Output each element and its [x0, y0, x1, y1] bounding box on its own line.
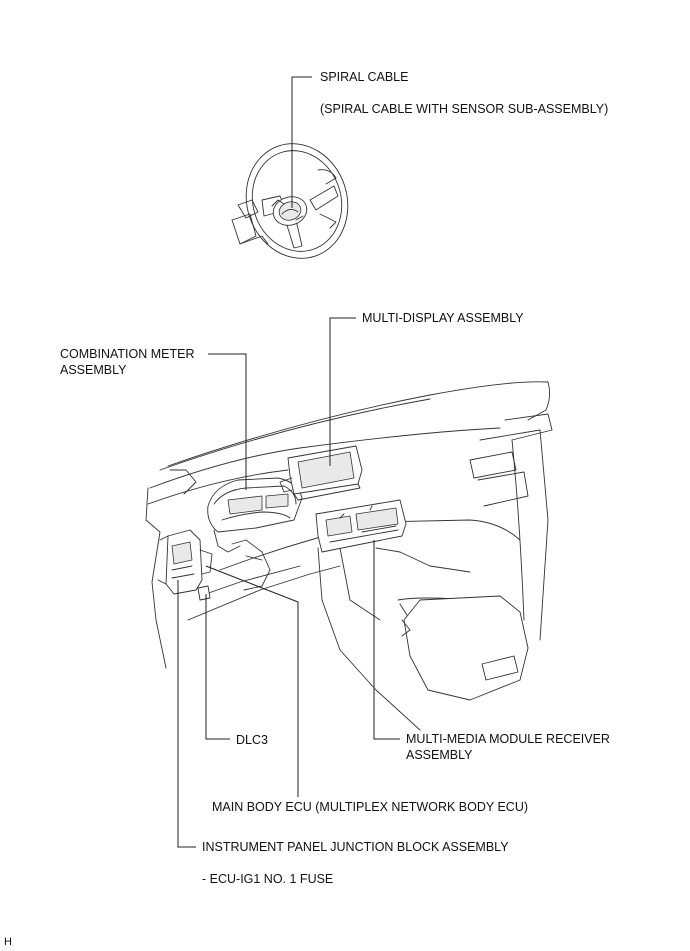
label-main-body-ecu: MAIN BODY ECU (MULTIPLEX NETWORK BODY EC… [212, 800, 529, 814]
leader-spiral-cable [291, 76, 312, 208]
dashboard-illustration [145, 381, 553, 731]
label-combination-meter-1: COMBINATION METER [60, 347, 195, 361]
leader-combination-meter [208, 353, 247, 490]
label-junction-block: INSTRUMENT PANEL JUNCTION BLOCK ASSEMBLY [202, 840, 509, 854]
label-combination-meter-2: ASSEMBLY [60, 363, 127, 377]
leader-main-body-ecu [205, 565, 299, 797]
leader-multimedia [373, 540, 400, 740]
label-spiral-cable-sub: (SPIRAL CABLE WITH SENSOR SUB-ASSEMBLY) [320, 102, 609, 116]
corner-mark: H [4, 936, 12, 948]
leader-dlc3 [205, 594, 230, 740]
leader-junction-block [177, 580, 196, 848]
label-dlc3: DLC3 [236, 733, 268, 747]
label-spiral-cable: SPIRAL CABLE [320, 70, 409, 84]
leader-lines [177, 76, 400, 848]
label-multi-display: MULTI-DISPLAY ASSEMBLY [362, 311, 524, 325]
label-multimedia-1: MULTI-MEDIA MODULE RECEIVER [406, 732, 610, 746]
leader-multi-display [329, 317, 356, 466]
steering-wheel-illustration [231, 143, 349, 259]
label-fuse: - ECU-IG1 NO. 1 FUSE [202, 872, 334, 886]
label-multimedia-2: ASSEMBLY [406, 748, 473, 762]
